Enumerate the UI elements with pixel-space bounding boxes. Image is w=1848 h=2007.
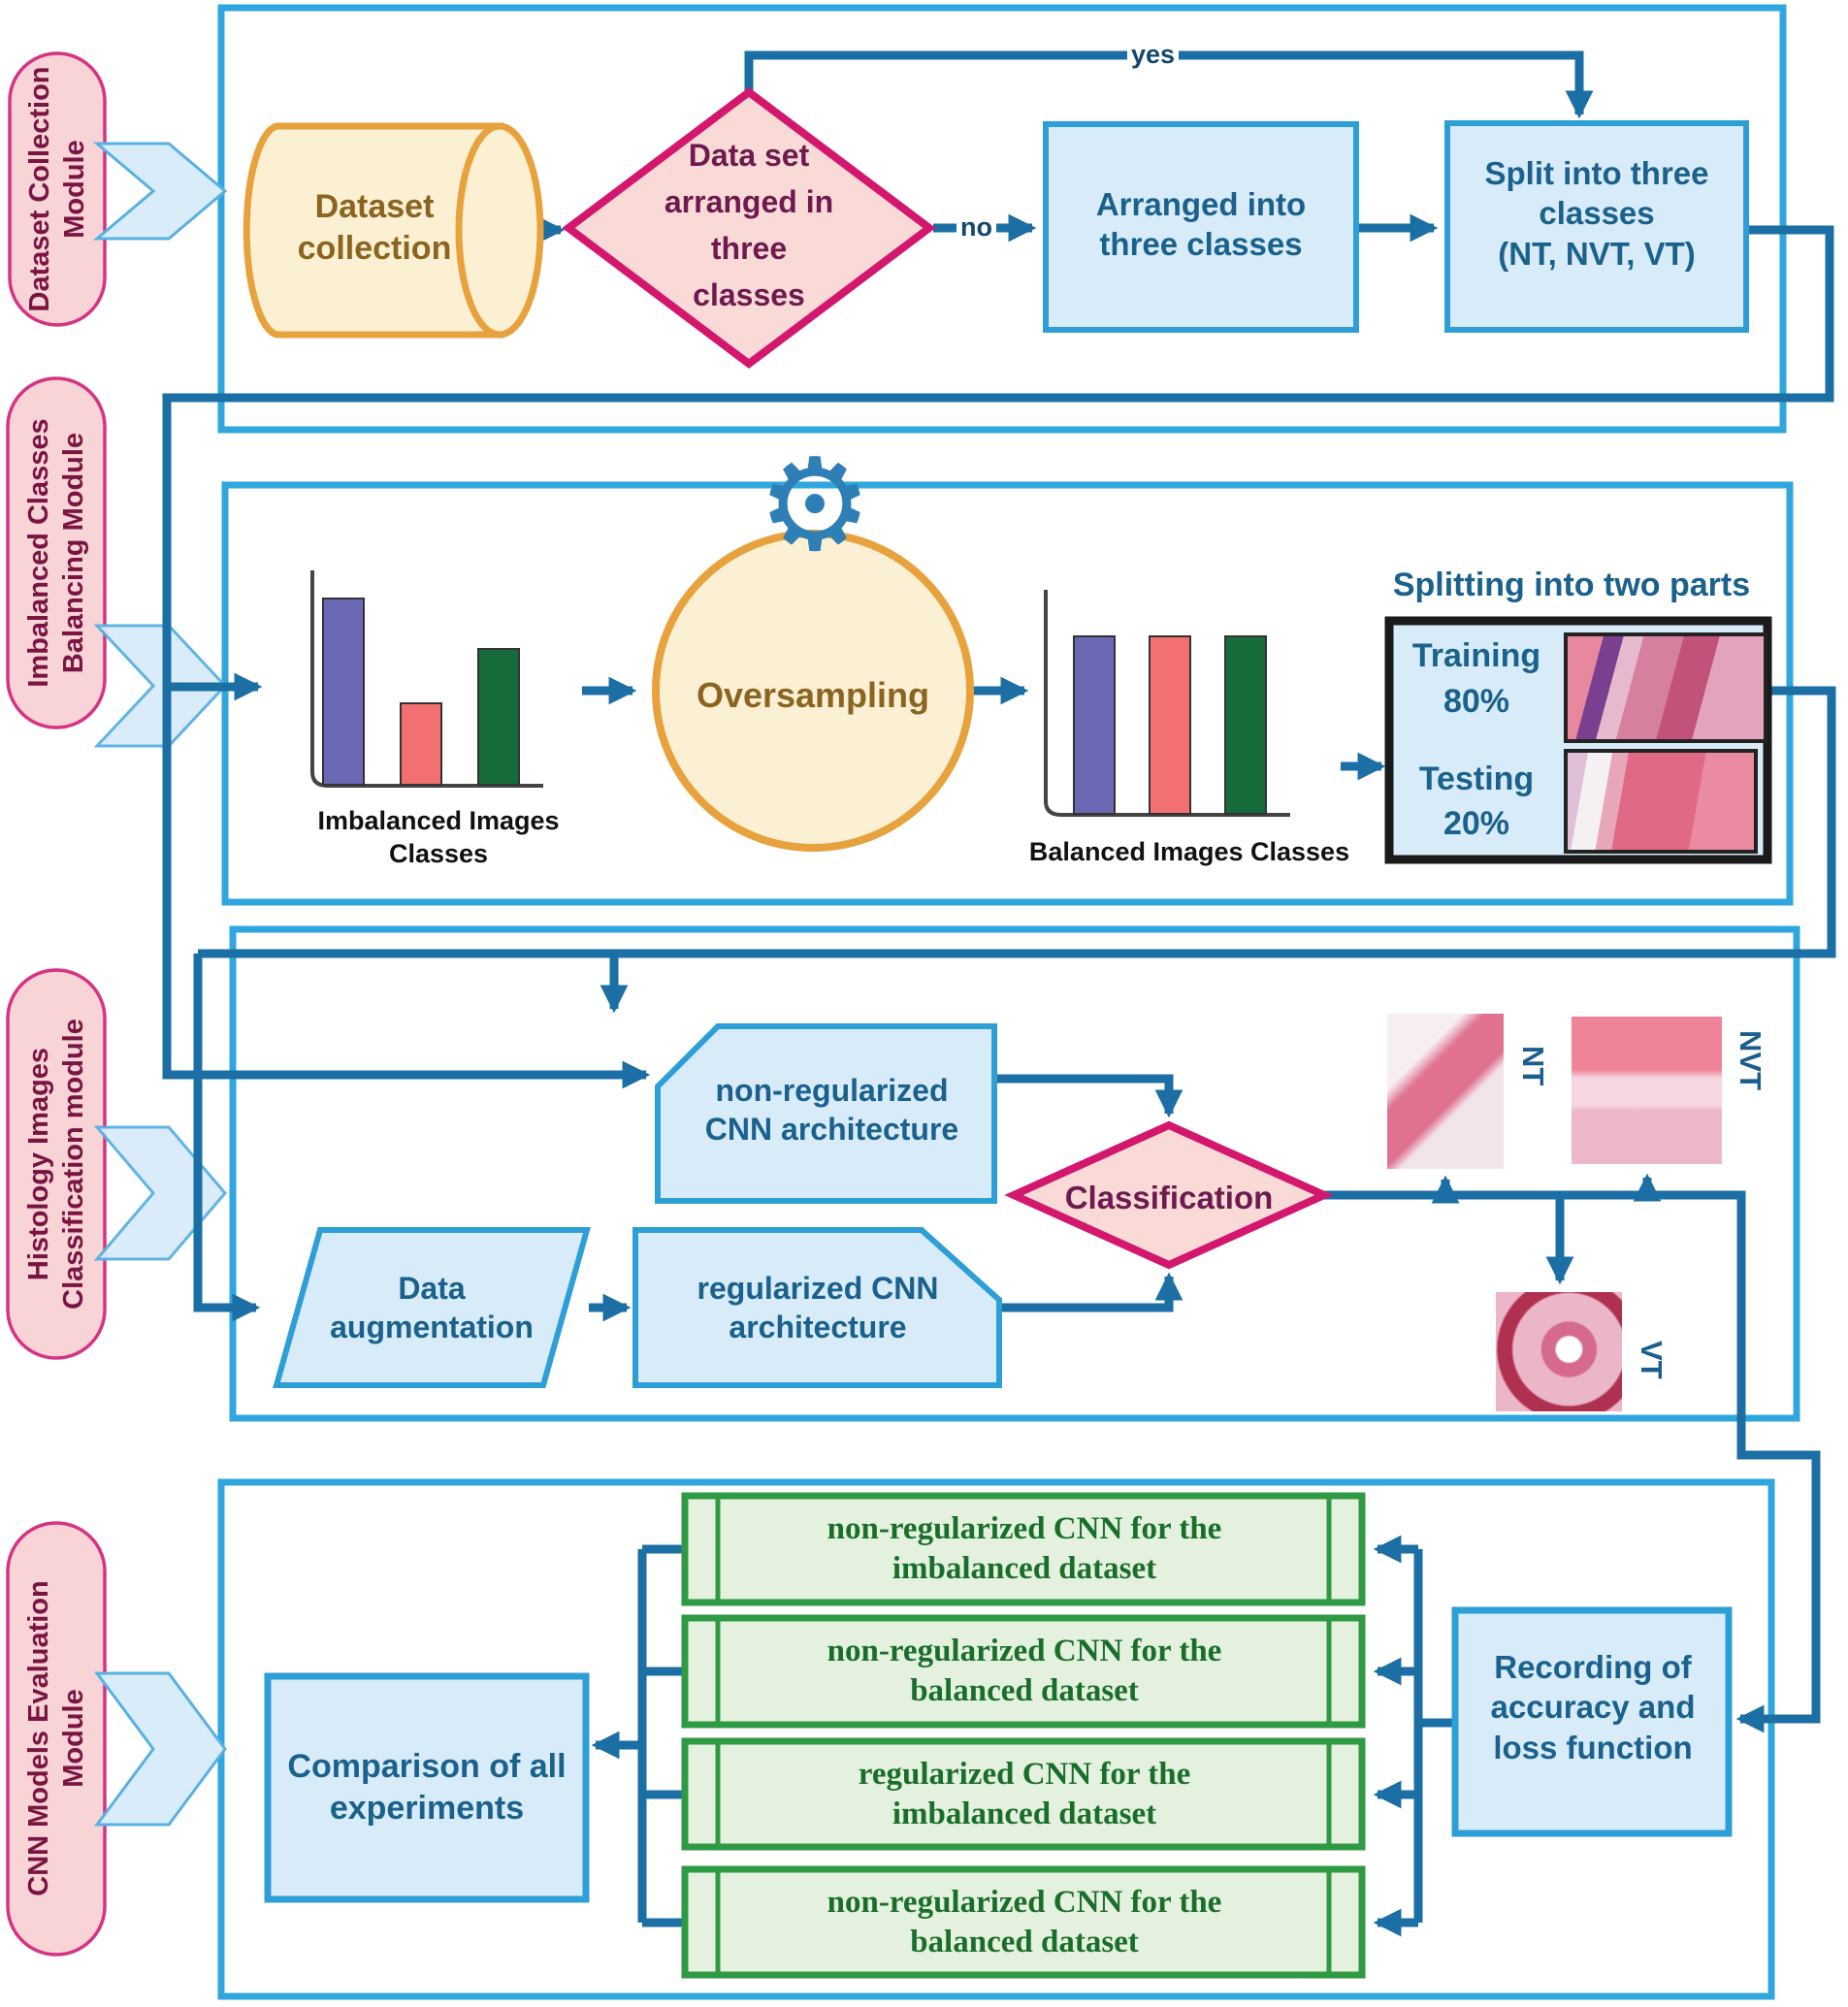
chevron-icon-module4 — [94, 1671, 227, 1827]
nonreg-cnn-shape — [655, 1023, 997, 1204]
balanced-caption: Balanced Images Classes — [1028, 837, 1350, 866]
nvt-histology-image — [1572, 1017, 1722, 1164]
bar-3 — [477, 648, 520, 786]
vt-histology-image — [1496, 1292, 1622, 1411]
no-label: no — [956, 211, 996, 244]
classification-label: Classification — [1064, 1180, 1274, 1215]
training-pct: 80% — [1443, 683, 1510, 720]
dataset-cylinder-body — [243, 122, 503, 339]
pill-balancing-module — [6, 376, 107, 729]
balanced-bar-chart — [1073, 635, 1267, 815]
wire-traintest-loop — [198, 686, 1836, 958]
gear-icon: ⚙ — [757, 431, 873, 580]
decision-diamond — [562, 86, 936, 370]
training-histology-image — [1564, 632, 1767, 743]
vt-label: VT — [1635, 1341, 1669, 1379]
splitting-title: Splitting into two parts — [1392, 566, 1751, 603]
green-box-4 — [681, 1865, 1366, 1979]
bar-2 — [1149, 635, 1191, 815]
training-label: Training — [1411, 637, 1541, 674]
imbalanced-caption: Imbalanced Images Classes — [317, 806, 560, 868]
comparison-box — [264, 1672, 590, 1903]
bar-2 — [400, 702, 442, 786]
balanced-chart-axis — [1044, 590, 1290, 817]
reg-cnn-shape — [632, 1227, 1002, 1388]
testing-histology-image — [1564, 749, 1758, 854]
yes-label: yes — [1127, 39, 1180, 72]
nt-histology-image — [1387, 1014, 1504, 1169]
green-box-1 — [681, 1492, 1366, 1606]
split-box — [1444, 120, 1749, 333]
bar-3 — [1224, 635, 1267, 815]
bar-1 — [1073, 635, 1116, 815]
green-box-3 — [681, 1737, 1366, 1851]
chevron-icon-module1 — [92, 142, 228, 241]
oversampling-label: Oversampling — [696, 675, 930, 715]
dataset-cylinder-cap — [455, 122, 544, 339]
wire-split-loop-to-nonreg-cnn — [162, 225, 1834, 1089]
data-augmentation-parallelogram — [273, 1227, 591, 1388]
pill-evaluation-module — [6, 1521, 107, 1957]
wire-reg-to-classification — [999, 1272, 1183, 1312]
imbalanced-chart-axis — [310, 570, 543, 788]
pill-dataset-collection-module — [8, 51, 107, 327]
nt-label: NT — [1516, 1046, 1550, 1086]
testing-pct: 20% — [1443, 805, 1510, 842]
green-box-2 — [681, 1614, 1366, 1729]
wire-into-data-augmentation — [193, 954, 261, 1322]
imbalanced-bar-chart — [322, 598, 520, 786]
classification-diamond — [1004, 1120, 1334, 1270]
wire-classification-to-recording — [1324, 1190, 1821, 1733]
recording-box — [1451, 1606, 1733, 1837]
pill-classification-module — [6, 968, 107, 1360]
chevron-icon-module3 — [93, 1125, 227, 1261]
green-box-group — [681, 1492, 1366, 1979]
testing-label: Testing — [1418, 761, 1535, 797]
nvt-label: NVT — [1734, 1030, 1767, 1090]
arranged-box — [1043, 121, 1359, 333]
wire-nonreg-to-classification — [994, 1074, 1183, 1118]
oversampling-circle — [652, 530, 974, 852]
bar-1 — [322, 598, 365, 786]
